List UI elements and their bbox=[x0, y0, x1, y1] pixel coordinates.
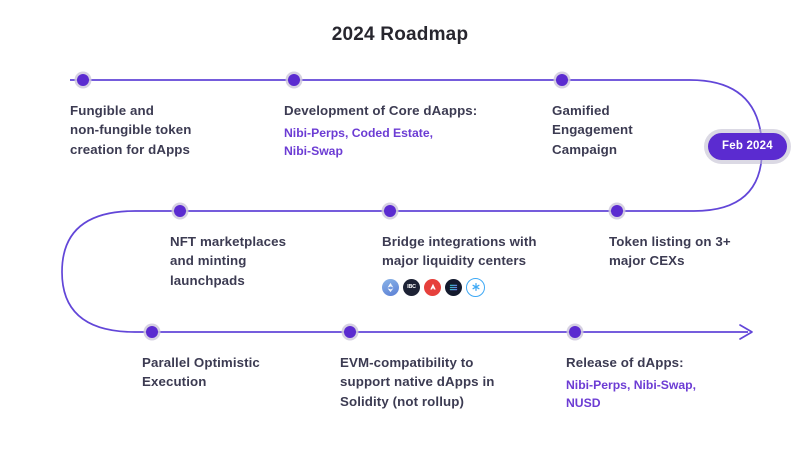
timeline-arrow-icon bbox=[739, 324, 753, 340]
milestone-fungible-token-creation: Fungible and non-fungible token creation… bbox=[70, 101, 300, 159]
wormhole-icon bbox=[466, 277, 485, 297]
milestone-heading: Token listing on 3+ major CEXs bbox=[609, 234, 731, 269]
ethereum-icon bbox=[382, 278, 399, 296]
milestone-release-of-dapps: Release of dApps: Nibi-Perps, Nibi-Swap,… bbox=[566, 353, 786, 412]
milestone-dot-gamified-engagement[interactable] bbox=[553, 71, 571, 89]
milestone-nft-marketplaces: NFT marketplaces and minting launchpads bbox=[170, 232, 400, 290]
ibc-icon-label: IBC bbox=[407, 284, 416, 291]
milestone-heading: Parallel Optimistic Execution bbox=[142, 355, 260, 390]
milestone-dot-bridge-integrations[interactable] bbox=[381, 202, 399, 220]
milestone-core-dapps: Development of Core dAapps: Nibi-Perps, … bbox=[284, 101, 534, 160]
milestone-subtext: Nibi-Perps, Nibi-Swap, NUSD bbox=[566, 378, 697, 410]
date-badge-feb-2024[interactable]: Feb 2024 bbox=[708, 133, 787, 160]
chain-icon-row: IBC bbox=[382, 277, 612, 297]
milestone-dot-parallel-optimistic-execution[interactable] bbox=[143, 323, 161, 341]
milestone-subtext: Nibi-Perps, Coded Estate, Nibi-Swap bbox=[284, 126, 433, 158]
ibc-icon: IBC bbox=[403, 278, 420, 296]
milestone-parallel-optimistic-execution: Parallel Optimistic Execution bbox=[142, 353, 372, 392]
milestone-gamified-engagement: Gamified Engagement Campaign bbox=[552, 101, 702, 159]
avalanche-icon bbox=[424, 278, 441, 296]
milestone-heading: NFT marketplaces and minting launchpads bbox=[170, 234, 287, 288]
page-title: 2024 Roadmap bbox=[331, 24, 469, 45]
milestone-heading: Bridge integrations with major liquidity… bbox=[382, 234, 537, 269]
timeline-segment-row2 bbox=[61, 210, 694, 333]
milestone-heading: Release of dApps: bbox=[566, 355, 684, 370]
milestone-dot-release-of-dapps[interactable] bbox=[566, 323, 584, 341]
milestone-heading: EVM-compatibility to support native dApp… bbox=[340, 355, 495, 409]
milestone-dot-nft-marketplaces[interactable] bbox=[171, 202, 189, 220]
milestone-token-listing-cex: Token listing on 3+ major CEXs bbox=[609, 232, 800, 271]
milestone-dot-core-dapps[interactable] bbox=[285, 71, 303, 89]
milestone-evm-compatibility: EVM-compatibility to support native dApp… bbox=[340, 353, 555, 411]
milestone-bridge-integrations: Bridge integrations with major liquidity… bbox=[382, 232, 612, 297]
milestone-dot-fungible-token-creation[interactable] bbox=[74, 71, 92, 89]
milestone-dot-token-listing-cex[interactable] bbox=[608, 202, 626, 220]
milestone-heading: Fungible and non-fungible token creation… bbox=[70, 103, 192, 157]
milestone-heading: Gamified Engagement Campaign bbox=[552, 103, 633, 157]
solana-icon bbox=[445, 278, 462, 296]
milestone-heading: Development of Core dAapps: bbox=[284, 103, 478, 118]
milestone-dot-evm-compatibility[interactable] bbox=[341, 323, 359, 341]
